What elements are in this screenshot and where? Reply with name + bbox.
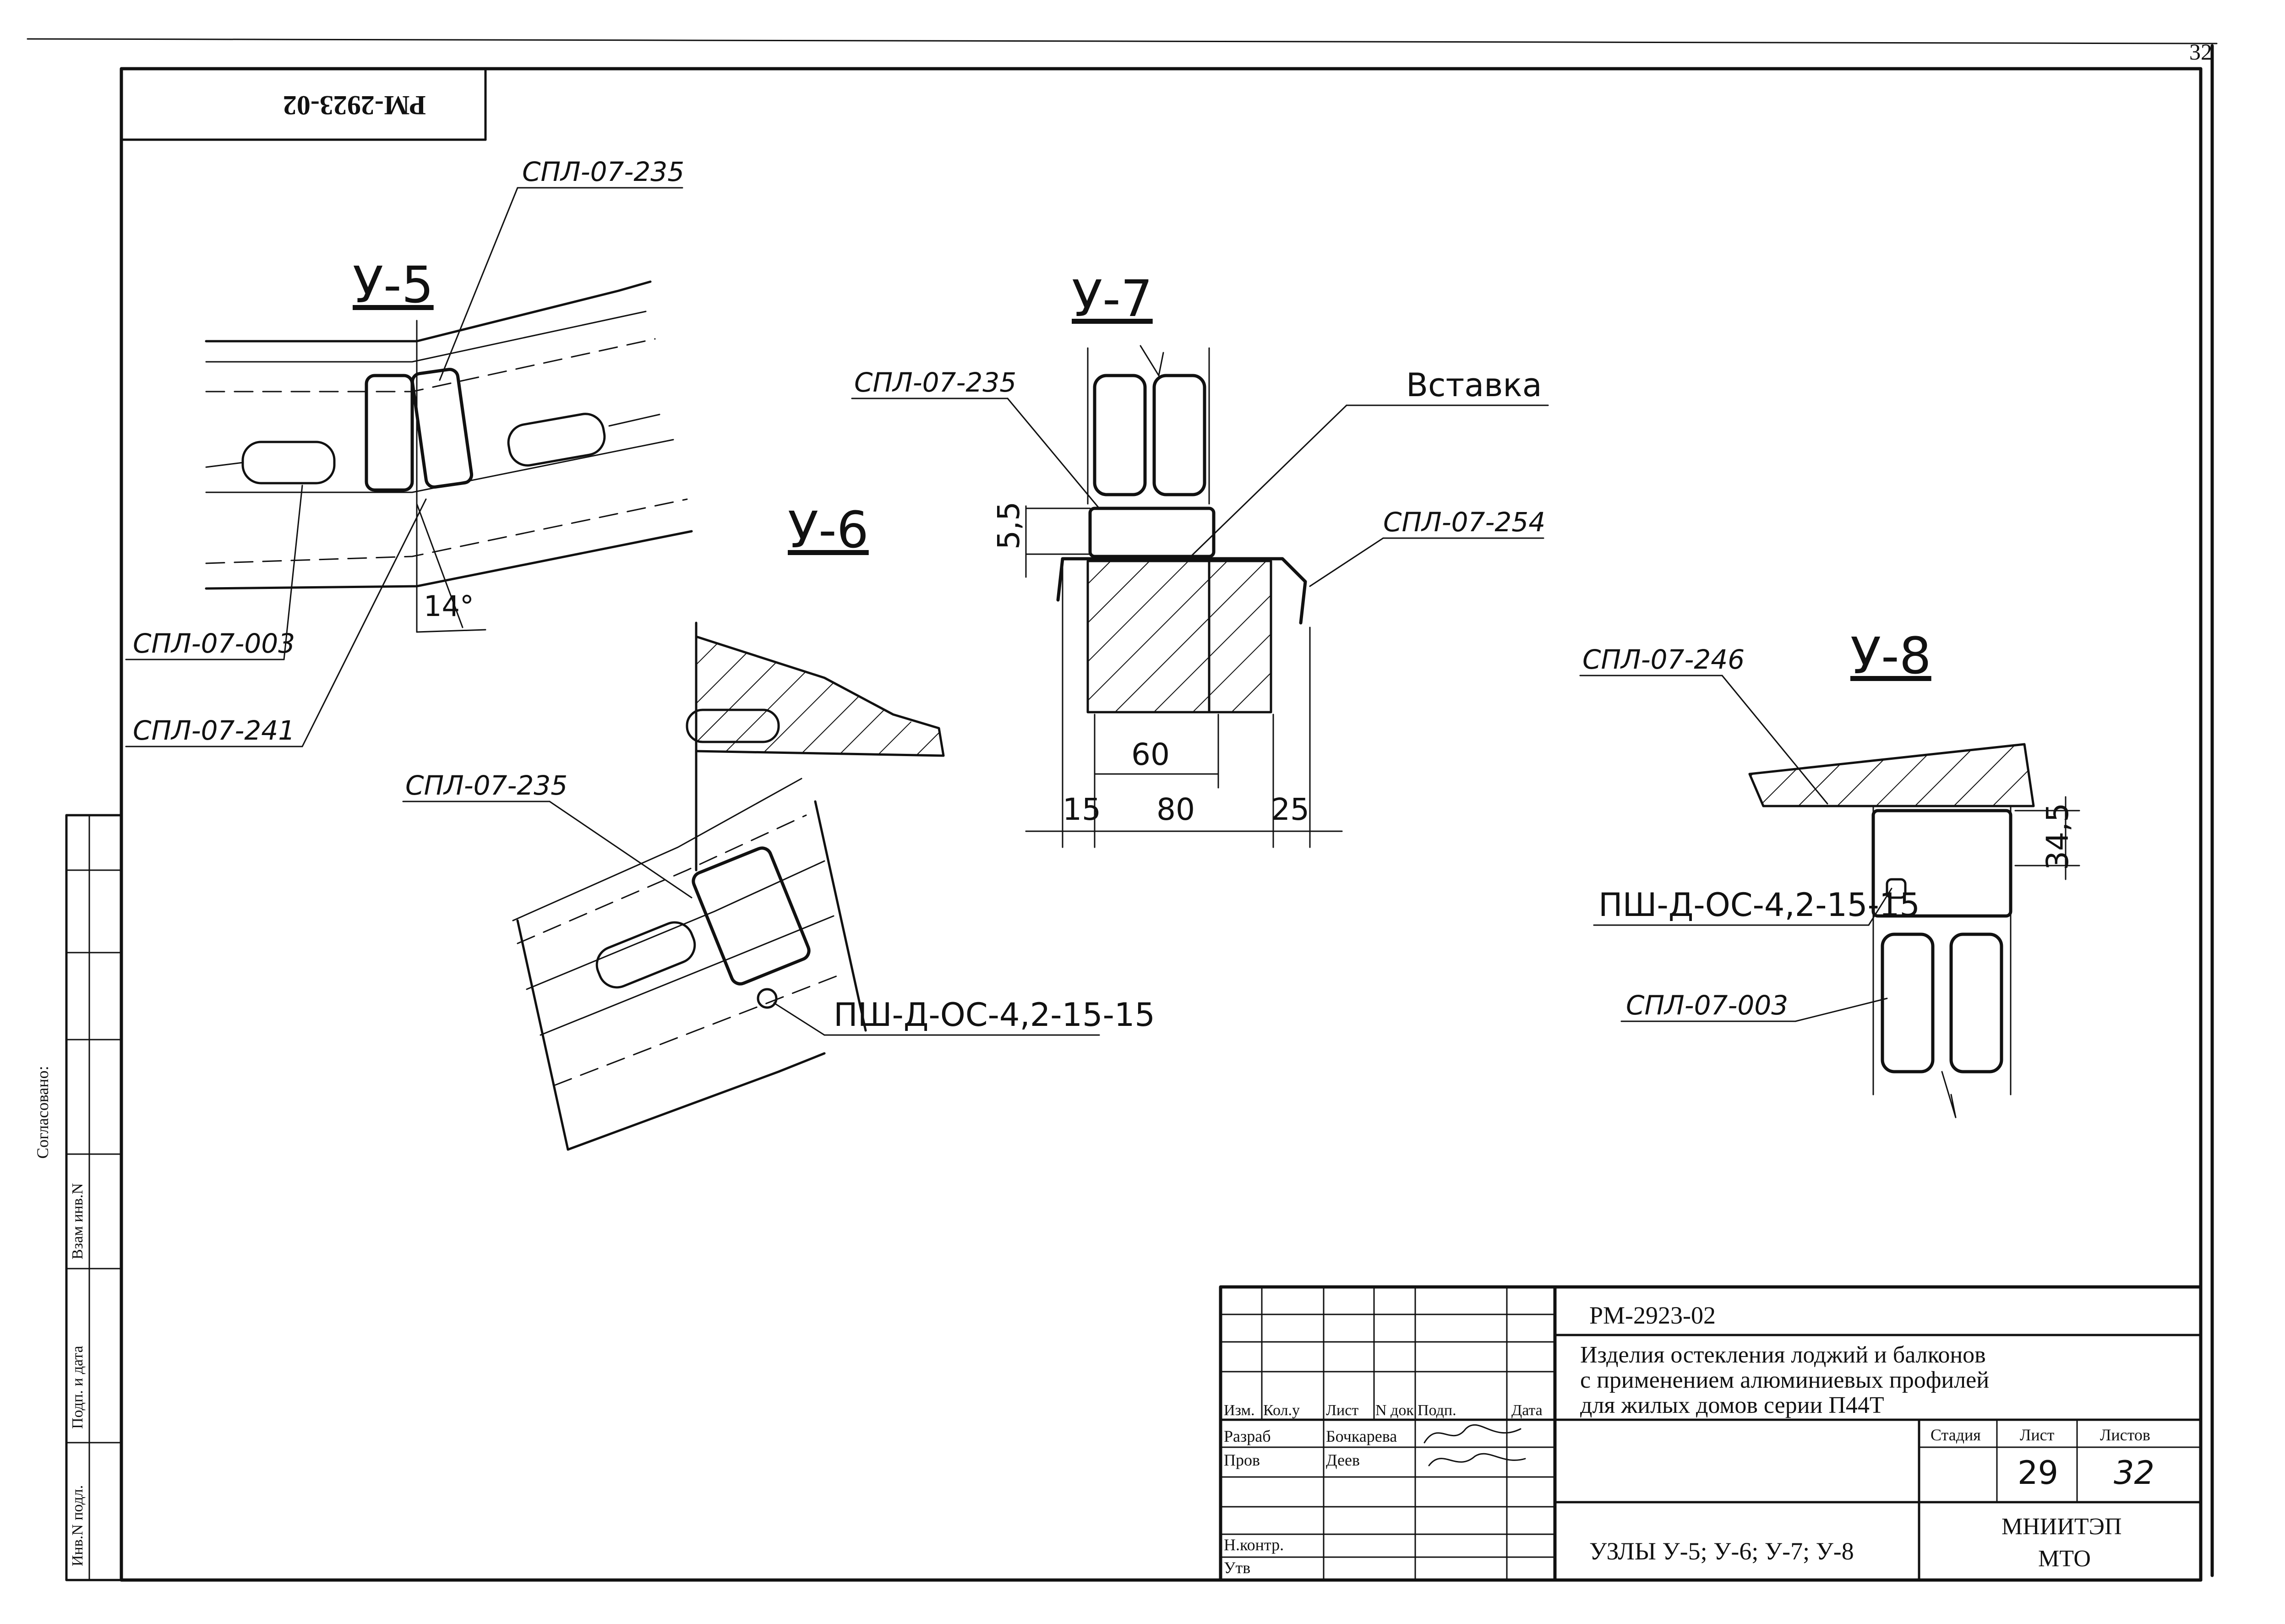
tb-doc-code: РМ-2923-02 <box>1589 1302 1716 1329</box>
u6-leader-psh <box>773 1002 825 1036</box>
u7-dim-25: 25 <box>1271 792 1309 827</box>
tb-org-line-2: МТО <box>2038 1546 2091 1572</box>
tb-sheets-label: Листов <box>2100 1426 2150 1444</box>
left-margin-table <box>65 814 123 1581</box>
tb-name-checker: Деев <box>1326 1451 1360 1469</box>
node-u6-drawing <box>512 621 945 1151</box>
agreed-label: Согласовано: <box>33 1066 52 1159</box>
u8-leader-psh <box>1868 888 1892 926</box>
node-u8-title: У-8 <box>1850 627 1931 685</box>
inverted-doc-code: РМ-2923-02 <box>283 90 426 120</box>
u8-callout-spl003: СПЛ-07-003 <box>1626 990 1788 1021</box>
node-u7-drawing <box>1025 345 1343 848</box>
tb-role-checker: Пров <box>1224 1451 1260 1469</box>
u7-dim-5-5: 5,5 <box>991 501 1026 550</box>
tb-col-date: Дата <box>1511 1402 1543 1419</box>
tb-drawing-title: УЗЛЫ У-5; У-6; У-7; У-8 <box>1589 1537 1854 1565</box>
u7-dim-15: 15 <box>1063 792 1101 827</box>
tb-stage-label: Стадия <box>1931 1426 1981 1444</box>
tb-sheets-value: 32 <box>2114 1454 2154 1492</box>
sheet-corner-number: 32 <box>2189 39 2212 65</box>
u6-leader-235 <box>549 801 693 899</box>
node-u5-title: У-5 <box>353 256 434 314</box>
node-u7-title: У-7 <box>1072 269 1153 328</box>
u5-leader-003 <box>283 485 303 660</box>
u5-callout-spl235: СПЛ-07-235 <box>522 156 684 187</box>
u8-callout-psh: ПШ-Д-ОС-4,2-15-15 <box>1598 886 1920 924</box>
node-u6-title: У-6 <box>788 501 869 559</box>
u7-callout-insert: Вставка <box>1406 366 1542 404</box>
tb-col-docno: N док <box>1375 1402 1414 1419</box>
u7-leader-insert <box>1190 404 1347 557</box>
signature-marks <box>1423 1424 1526 1466</box>
tb-desc-line-1: Изделия остекления лоджий и балконов <box>1580 1342 1986 1368</box>
u5-callout-spl241: СПЛ-07-241 <box>133 715 295 746</box>
u8-leader-003 <box>1794 997 1888 1022</box>
tb-desc-line-3: для жилых домов серии П44Т <box>1580 1392 1884 1418</box>
node-u5-drawing <box>205 280 693 633</box>
inv-original-label: Инв.N подл. <box>69 1485 86 1566</box>
title-block-grid <box>1219 1285 2203 1582</box>
u8-leader-246 <box>1721 675 1828 805</box>
tb-role-normcontrol: Н.контр. <box>1224 1536 1284 1554</box>
tb-col-change: Изм. <box>1224 1402 1255 1419</box>
tb-col-qty: Кол.у <box>1263 1402 1300 1419</box>
u5-leader-241 <box>301 498 427 747</box>
tb-col-sign: Подп. <box>1418 1402 1456 1419</box>
tb-col-sheet: Лист <box>1326 1402 1358 1419</box>
tb-role-approver: Утв <box>1224 1559 1250 1577</box>
u6-callout-psh: ПШ-Д-ОС-4,2-15-15 <box>834 996 1155 1034</box>
u7-dim-80: 80 <box>1156 792 1195 827</box>
u6-callout-spl235: СПЛ-07-235 <box>405 770 567 801</box>
u7-leader-235 <box>1007 398 1100 509</box>
u5-angle-dim <box>416 629 486 633</box>
tb-org-line-1: МНИИТЭП <box>2001 1514 2122 1540</box>
tb-sheet-label: Лист <box>2020 1426 2055 1444</box>
u7-dim-60: 60 <box>1131 737 1170 772</box>
u5-angle: 14° <box>424 589 474 623</box>
u7-callout-spl254: СПЛ-07-254 <box>1383 507 1545 538</box>
u5-callout-spl003: СПЛ-07-003 <box>133 628 295 659</box>
replaced-inv-label: Взам инв.N <box>69 1183 86 1259</box>
u8-callout-spl246: СПЛ-07-246 <box>1582 644 1745 675</box>
tb-desc-line-2: с применением алюминиевых профилей <box>1580 1367 1989 1393</box>
tb-sheet-value: 29 <box>2018 1454 2058 1492</box>
u7-callout-spl235: СПЛ-07-235 <box>854 367 1016 398</box>
inverted-code-box <box>120 67 487 141</box>
u7-leader-254 <box>1309 537 1384 587</box>
u8-dim-34-5: 34,5 <box>2040 803 2075 870</box>
sign-date-label: Подп. и дата <box>69 1346 86 1429</box>
u5-leader-235 <box>439 187 518 381</box>
node-u8-drawing <box>1748 743 2080 1118</box>
tb-name-developer: Бочкарева <box>1326 1427 1397 1445</box>
tb-role-developer: Разраб <box>1224 1427 1271 1445</box>
